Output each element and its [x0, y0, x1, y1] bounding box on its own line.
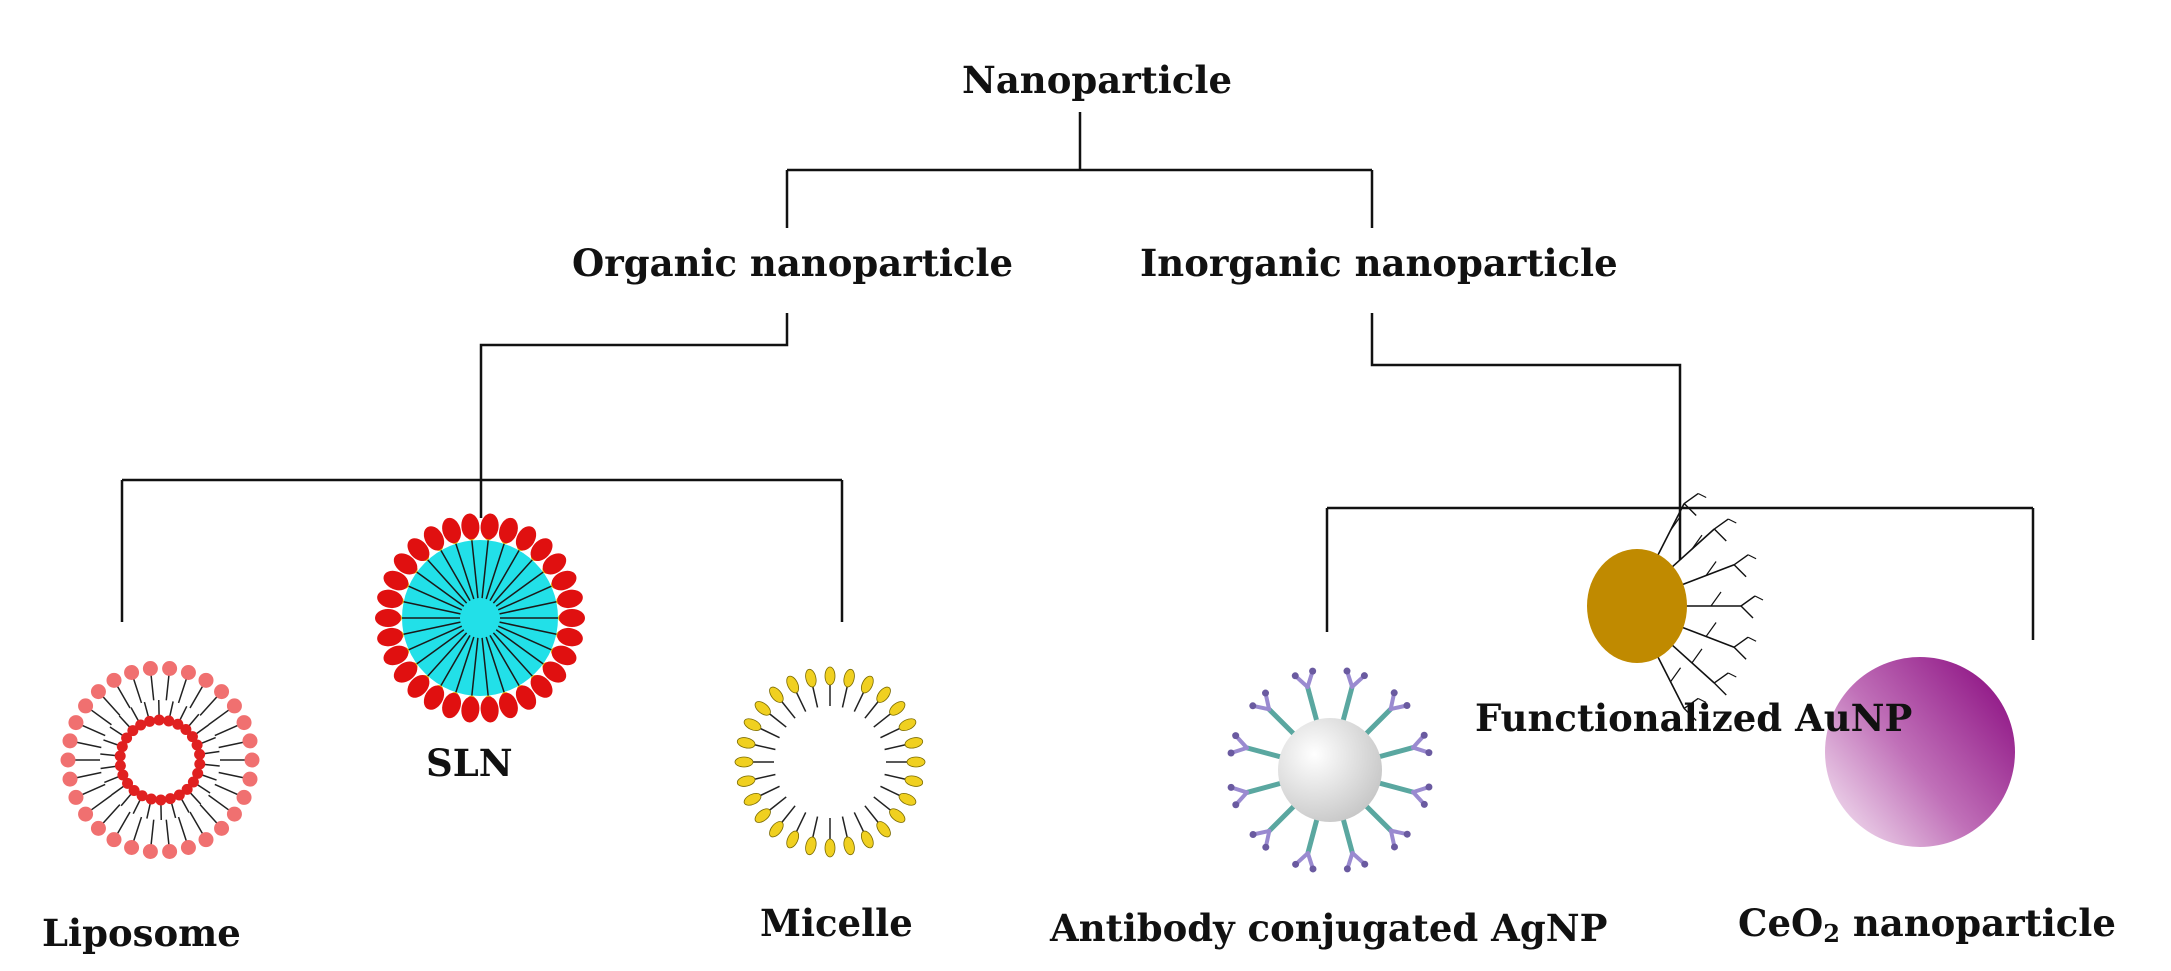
ceo2-sphere-icon: [1825, 657, 2015, 847]
liposome-icon: [61, 661, 260, 859]
agnp-label: Antibody conjugated AgNP: [1050, 910, 1607, 947]
antibody-agnp-icon: [1228, 668, 1433, 873]
functionalized-aunp-icon: [1587, 494, 1763, 721]
ceo2-label-suffix: nanoparticle: [1840, 901, 2116, 945]
ceo2-label-prefix: CeO: [1738, 901, 1823, 945]
ceo2-label: CeO2 nanoparticle: [1738, 905, 2116, 946]
liposome-label: Liposome: [42, 915, 241, 952]
ceo2-label-subscript: 2: [1823, 919, 1840, 948]
micelle-icon: [735, 667, 925, 857]
root-label: Nanoparticle: [962, 62, 1232, 99]
sln-icon: [375, 513, 585, 724]
micelle-label: Micelle: [760, 905, 913, 942]
connector-root: [787, 112, 1372, 228]
inorganic-category-label: Inorganic nanoparticle: [1140, 245, 1618, 282]
organic-category-label: Organic nanoparticle: [572, 245, 1013, 282]
aunp-label: Functionalized AuNP: [1475, 700, 1912, 737]
sln-label: SLN: [426, 745, 513, 782]
